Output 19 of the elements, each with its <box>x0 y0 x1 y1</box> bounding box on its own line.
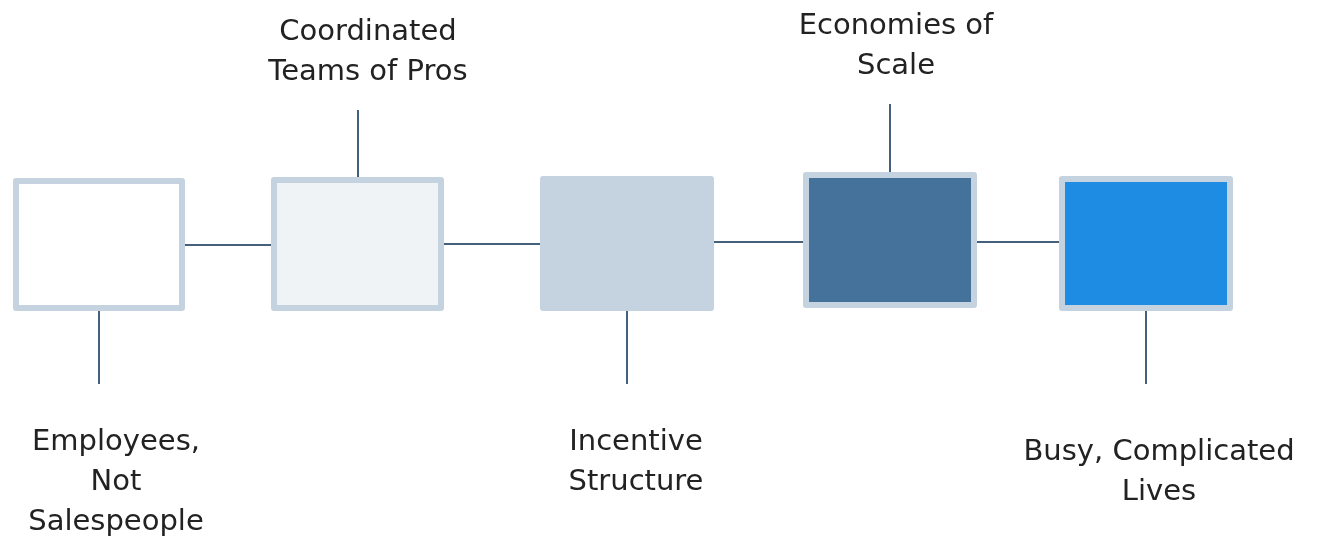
leader-line <box>1145 310 1147 385</box>
label-text: Coordinated Teams of Pros <box>267 12 469 89</box>
connector-line <box>184 244 272 246</box>
leader-line <box>626 310 628 385</box>
leader-line <box>357 109 359 178</box>
connector-line <box>713 241 804 243</box>
leader-line <box>98 310 100 385</box>
connector-line <box>976 241 1060 243</box>
label-text: Economies of Scale <box>797 6 995 83</box>
square-box <box>540 176 714 311</box>
square-box <box>1059 176 1233 311</box>
label-text: Busy, Complicated Lives <box>1022 432 1296 509</box>
square-box <box>803 172 977 308</box>
label-text: Incentive Structure <box>567 422 705 499</box>
square-box <box>13 178 185 311</box>
label-text: Employees, Not Salespeople <box>27 422 205 539</box>
connector-line <box>443 243 541 245</box>
leader-line <box>889 103 891 173</box>
square-box <box>271 177 444 311</box>
